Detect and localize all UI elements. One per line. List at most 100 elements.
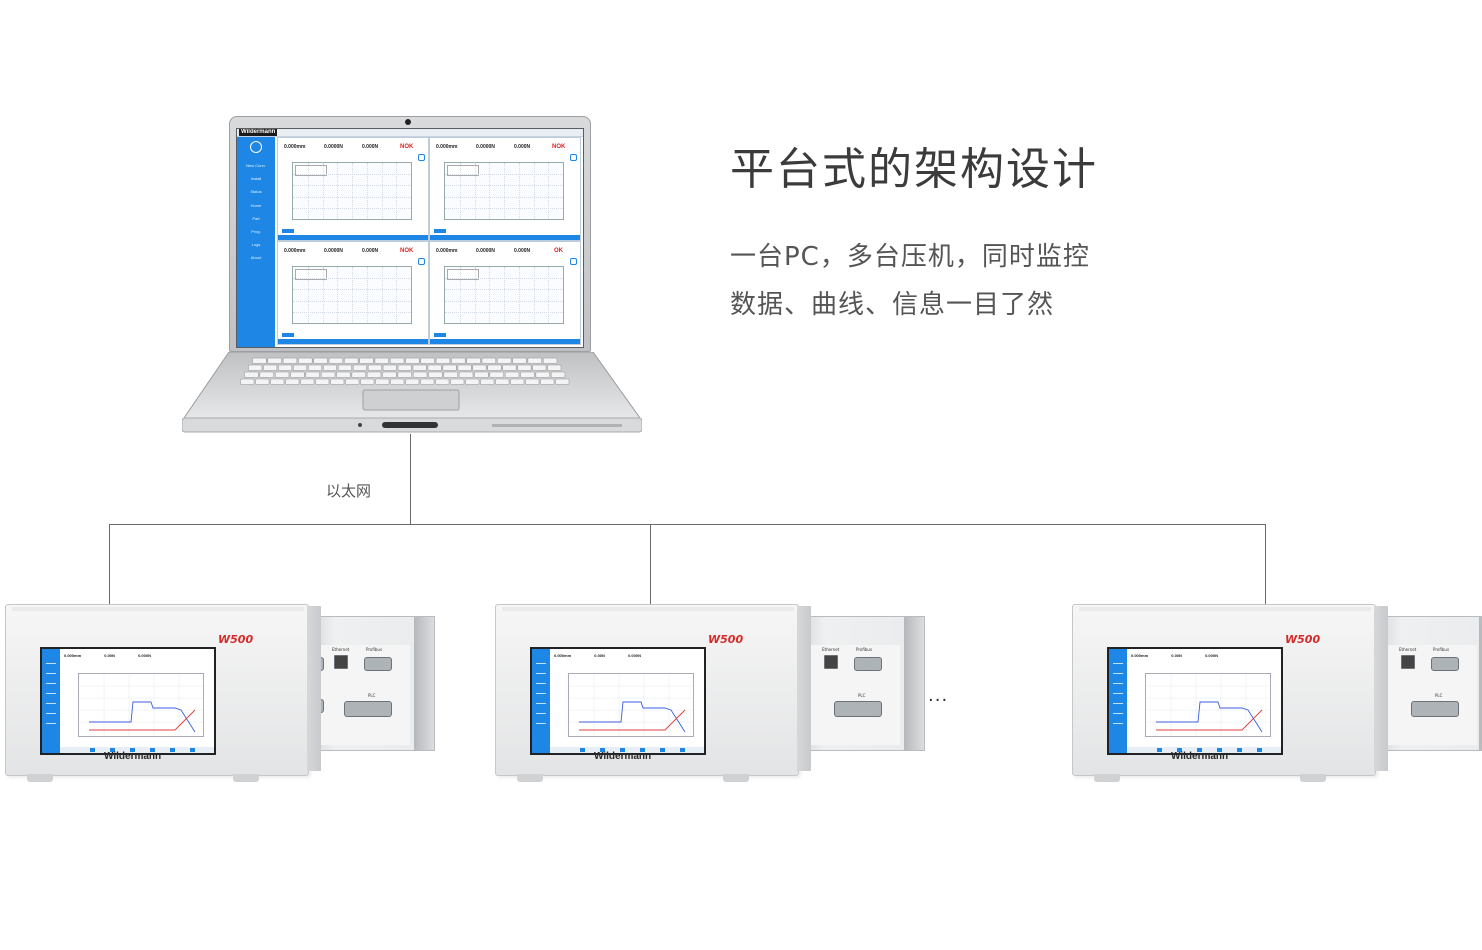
settings-icon[interactable]: [418, 258, 425, 265]
screen-toolbar: [1127, 747, 1281, 753]
grid-line: [459, 267, 461, 323]
readout-row: 0.000mm 0.0000N 0.000N NOK: [278, 246, 428, 258]
plot-legend: [295, 269, 327, 280]
sidebar-item[interactable]: Status: [250, 189, 262, 194]
curve-plot: [444, 162, 564, 220]
keyboard-key: [336, 371, 351, 378]
keyboard-key: [481, 357, 497, 364]
keyboard-key: [420, 357, 435, 364]
grid-line: [307, 267, 309, 323]
keyboard-key: [308, 364, 323, 371]
keyboard-key: [282, 357, 298, 364]
ethernet-trunk-line: [410, 434, 411, 524]
keyboard-key: [489, 371, 504, 378]
laptop-app-sidebar: New Conn. Install Status Home Part Prog.…: [237, 137, 275, 347]
device-foot: [233, 774, 259, 782]
status-badge: NOK: [552, 144, 566, 150]
position-value: 0.000mm: [1131, 653, 1149, 658]
page-title: 平台式的架构设计: [730, 144, 1098, 195]
position-value: 0.000mm: [554, 653, 572, 658]
keyboard-key: [465, 378, 480, 385]
sidebar-item[interactable]: Install: [250, 176, 262, 181]
keyboard-key: [495, 378, 510, 385]
sidebar-item[interactable]: Home: [250, 203, 262, 208]
panel-badge: [434, 333, 446, 337]
panel-toolbar: [430, 339, 580, 344]
force-curve-plot: [1145, 673, 1271, 737]
monitor-panel: 0.000mm 0.0000N 0.000N OK: [429, 241, 581, 345]
rear-heatsink: [1479, 617, 1482, 750]
force-value: 0.00N: [1171, 653, 1182, 658]
plot-legend: [447, 165, 479, 176]
front-unit-side: [307, 606, 321, 771]
keyboard-key: [345, 378, 360, 385]
sidebar-item[interactable]: New Conn.: [246, 163, 266, 168]
sidebar-item[interactable]: Part: [252, 216, 260, 221]
keyboard-key: [375, 378, 390, 385]
fieldbus-port-label: Profibus: [366, 647, 383, 652]
laptop-app-brand: Wildermann: [239, 129, 278, 136]
keyboard-key: [270, 378, 285, 385]
grid-line: [533, 163, 535, 219]
readout-row: 0.000mm 0.0000N 0.000N NOK: [430, 142, 580, 154]
keyboard-key: [259, 371, 274, 378]
grid-line: [366, 267, 368, 323]
front-unit-side: [1374, 606, 1388, 771]
keyboard-key: [405, 357, 420, 364]
force-value-2: 0.000N: [628, 653, 641, 658]
grid-line: [307, 163, 309, 219]
keyboard-key: [274, 371, 290, 378]
laptop-app-titlebar: Wildermann: [237, 129, 583, 137]
grid-line: [504, 267, 505, 323]
keyboard-key: [458, 371, 474, 378]
grid-line: [548, 163, 550, 219]
plc-port: [344, 701, 392, 717]
grid-line: [489, 163, 491, 219]
sidebar-item[interactable]: About: [250, 255, 262, 260]
panel-toolbar: [278, 339, 428, 344]
screen-readouts: 0.000mm 0.00N 0.000N: [1131, 653, 1218, 658]
more-devices-ellipsis: ...: [928, 685, 949, 706]
grid-line: [322, 267, 324, 323]
keyboard-key: [293, 364, 308, 371]
keyboard-key: [240, 378, 255, 385]
maker-logo: Wildermann: [594, 751, 652, 762]
force-value-2: 0.000N: [362, 248, 379, 254]
keyboard-key: [366, 371, 382, 378]
keyboard-key: [420, 378, 435, 385]
keyboard-key: [390, 378, 405, 385]
maker-logo: Wildermann: [1171, 751, 1229, 762]
force-value-2: 0.000N: [514, 248, 531, 254]
plc-port-label: PLC: [1435, 693, 1443, 698]
monitor-panel: 0.000mm 0.0000N 0.000N NOK: [277, 137, 429, 241]
force-value: 0.0000N: [324, 248, 343, 254]
sidebar-item[interactable]: Logs: [251, 242, 261, 247]
settings-icon[interactable]: [570, 154, 577, 161]
keyboard-key: [278, 364, 293, 371]
laptop-camera: [405, 119, 411, 125]
keyboard-key: [382, 364, 397, 371]
keyboard-key: [510, 378, 525, 385]
fieldbus-port: [364, 657, 392, 671]
grid-line: [396, 163, 398, 219]
sidebar-item[interactable]: Prog.: [251, 229, 261, 234]
keyboard-key: [255, 378, 270, 385]
back-icon[interactable]: [250, 141, 262, 153]
model-logo: W500: [218, 633, 254, 646]
subtitle-line-2: 数据、曲线、信息一目了然: [730, 290, 1055, 320]
controller-front-unit: W500 0.000mm 0.00N 0.000N Wild: [495, 604, 799, 776]
rear-heatsink: [414, 617, 434, 750]
controller-screen: 0.000mm 0.00N 0.000N: [1107, 647, 1283, 755]
settings-icon[interactable]: [570, 258, 577, 265]
keyboard-key: [520, 371, 535, 378]
screen-readouts: 0.000mm 0.00N 0.000N: [554, 653, 641, 658]
controller-screen: 0.000mm 0.00N 0.000N: [530, 647, 706, 755]
position-value: 0.000mm: [284, 144, 306, 150]
keyboard-key: [547, 364, 562, 371]
force-value: 0.00N: [594, 653, 605, 658]
front-top-edge: [1079, 607, 1371, 611]
keyboard-key: [457, 364, 472, 371]
front-unit-side: [797, 606, 811, 771]
front-top-edge: [12, 607, 304, 611]
settings-icon[interactable]: [418, 154, 425, 161]
